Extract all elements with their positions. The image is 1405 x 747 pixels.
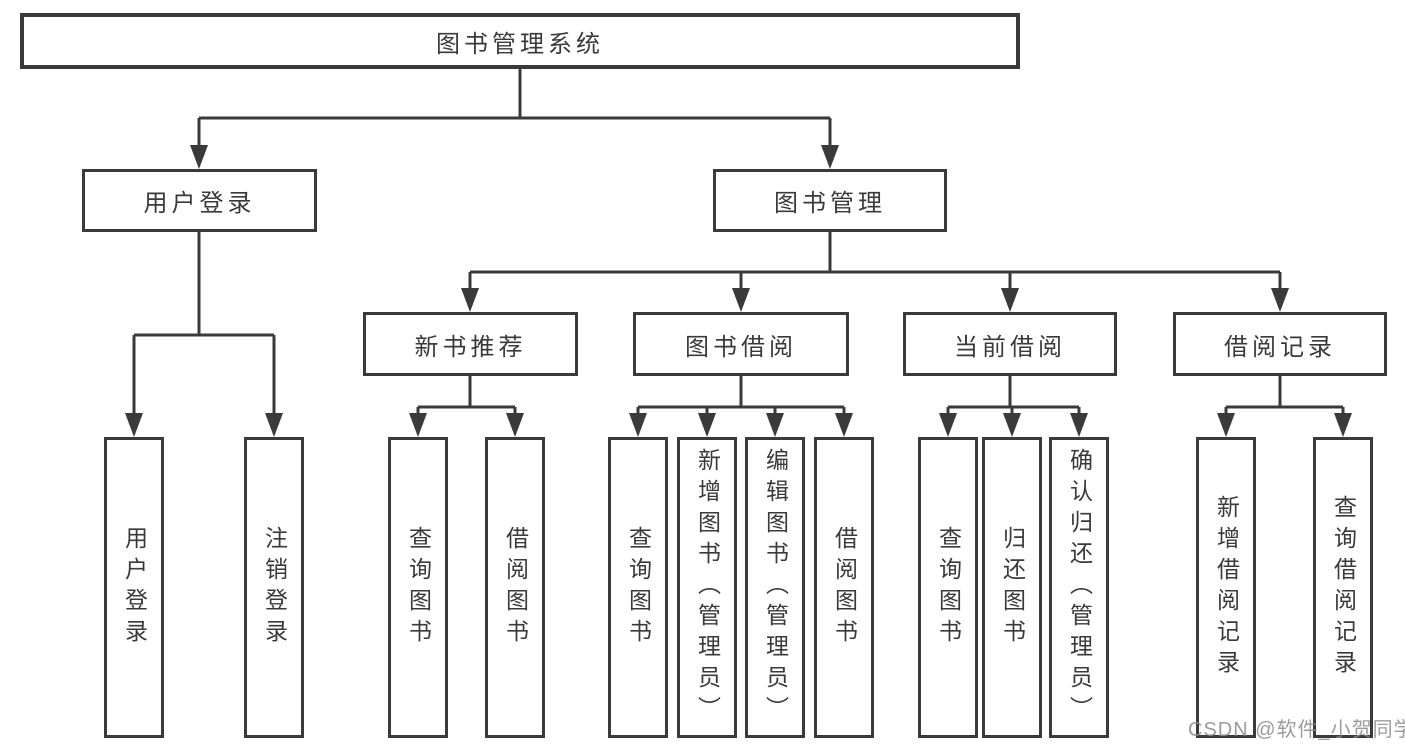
leaf-query-books-borrow-label: 查询图书 xyxy=(625,525,652,650)
csdn-watermark: CSDN @软件_小贺同学 xyxy=(1188,719,1405,741)
leaf-confirm-return-admin: 确认归还（管理员） xyxy=(1049,437,1109,738)
leaf-query-borrow-record: 查询借阅记录 xyxy=(1313,437,1373,738)
connector-book-management xyxy=(461,232,1289,312)
leaf-user-login: 用户登录 xyxy=(104,437,164,738)
connector-user-login xyxy=(125,232,283,437)
node-borrow-records-label: 借阅记录 xyxy=(1224,333,1336,361)
node-user-login-label: 用户登录 xyxy=(143,190,256,217)
node-current-borrow-label: 当前借阅 xyxy=(954,333,1066,361)
node-library-system: 图书管理系统 xyxy=(20,13,1020,69)
leaf-add-book-admin: 新增图书（管理员） xyxy=(677,437,737,738)
node-book-borrow-label: 图书借阅 xyxy=(685,333,797,361)
leaf-edit-book-admin-label: 编辑图书（管理员） xyxy=(762,448,789,727)
leaf-query-books-newbook: 查询图书 xyxy=(388,437,448,738)
leaf-query-books-newbook-label: 查询图书 xyxy=(405,525,432,650)
node-borrow-records: 借阅记录 xyxy=(1173,312,1387,376)
node-new-book-recommend-label: 新书推荐 xyxy=(414,333,527,361)
connector-current-borrow xyxy=(939,376,1088,437)
node-book-borrow: 图书借阅 xyxy=(633,312,849,376)
leaf-return-book-label: 归还图书 xyxy=(999,525,1026,650)
leaf-query-books-borrow: 查询图书 xyxy=(608,437,668,738)
leaf-add-book-admin-label: 新增图书（管理员） xyxy=(694,448,721,727)
leaf-user-login-label: 用户登录 xyxy=(121,525,148,650)
leaf-return-book: 归还图书 xyxy=(982,437,1042,738)
leaf-query-books-current-label: 查询图书 xyxy=(935,525,962,650)
leaf-borrow-books-borrow-label: 借阅图书 xyxy=(831,525,858,650)
leaf-borrow-books-newbook: 借阅图书 xyxy=(485,437,545,738)
connector-root xyxy=(190,69,839,169)
connector-new-book xyxy=(409,376,524,437)
leaf-logout: 注销登录 xyxy=(244,437,304,738)
connector-book-borrow xyxy=(629,376,853,437)
node-new-book-recommend: 新书推荐 xyxy=(363,312,578,376)
node-book-management-label: 图书管理 xyxy=(774,190,886,217)
leaf-edit-book-admin: 编辑图书（管理员） xyxy=(745,437,805,738)
connector-borrow-record xyxy=(1217,376,1352,437)
leaf-add-borrow-record: 新增借阅记录 xyxy=(1196,437,1256,738)
leaf-borrow-books-borrow: 借阅图书 xyxy=(814,437,874,738)
node-current-borrow: 当前借阅 xyxy=(903,312,1117,376)
node-library-system-label: 图书管理系统 xyxy=(436,30,604,58)
leaf-add-borrow-record-label: 新增借阅记录 xyxy=(1213,494,1240,681)
node-book-management: 图书管理 xyxy=(713,169,947,232)
leaf-borrow-books-newbook-label: 借阅图书 xyxy=(502,525,529,650)
leaf-logout-label: 注销登录 xyxy=(261,525,288,650)
leaf-confirm-return-admin-label: 确认归还（管理员） xyxy=(1066,448,1093,727)
leaf-query-books-current: 查询图书 xyxy=(918,437,978,738)
leaf-query-borrow-record-label: 查询借阅记录 xyxy=(1330,494,1357,681)
node-user-login: 用户登录 xyxy=(82,169,317,232)
